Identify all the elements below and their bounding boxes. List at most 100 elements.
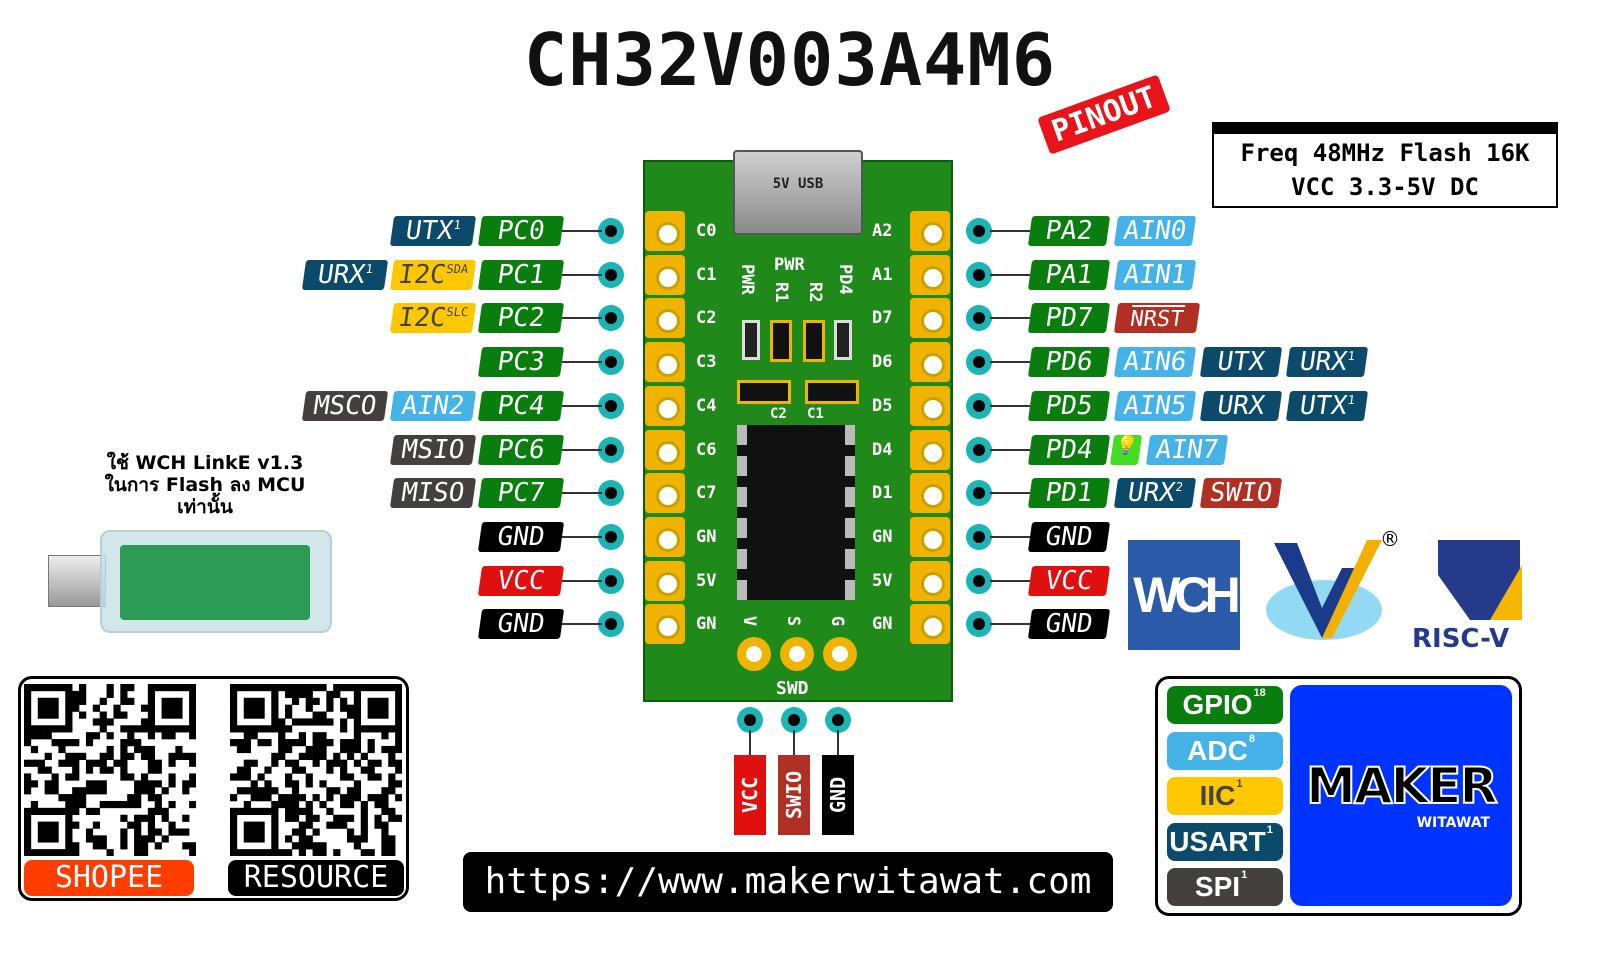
qr-module — [147, 732, 156, 740]
alt-label-i2c-sup: SDA — [445, 261, 470, 276]
silk-c2: C2 — [770, 406, 787, 422]
qr-module — [250, 807, 258, 816]
qr-module — [24, 684, 32, 692]
qr-module — [388, 787, 396, 795]
qr-module — [367, 697, 375, 705]
pin-dot — [966, 611, 992, 638]
qr-module — [154, 800, 162, 809]
qr-module — [189, 711, 196, 719]
qr-module — [44, 780, 52, 788]
qr-module — [72, 697, 80, 705]
legend-count: 1 — [1266, 823, 1273, 836]
spec-line-1: Freq 48MHz Flash 16K — [1240, 139, 1530, 167]
qr-module — [298, 828, 306, 836]
qr-module — [353, 745, 362, 754]
qr-module — [243, 732, 251, 740]
qr-module — [333, 752, 341, 760]
qr-module — [353, 718, 362, 726]
qr-module — [24, 725, 32, 733]
qr-module — [65, 814, 73, 822]
pin-wire — [990, 448, 1030, 451]
qr-module — [243, 684, 251, 692]
qr-module — [243, 766, 251, 774]
qr-module — [257, 835, 265, 843]
qr-module — [30, 780, 39, 788]
alt-label-urx-sup: 1 — [364, 261, 374, 276]
silk-swd-g: G — [827, 615, 848, 627]
qr-module — [120, 711, 128, 719]
qr-module — [285, 745, 293, 754]
qr-code-shopee[interactable] — [24, 684, 196, 856]
resource-label[interactable]: RESOURCE — [228, 860, 404, 896]
qr-module — [312, 697, 320, 705]
silk-label: 5V — [696, 570, 717, 591]
silk-swd-s: S — [783, 615, 804, 627]
qr-module — [134, 849, 142, 856]
qr-module — [340, 800, 348, 809]
qr-module — [58, 807, 66, 816]
qr-module — [353, 732, 362, 740]
qr-module — [236, 684, 245, 692]
qr-module — [24, 780, 32, 788]
qr-module — [340, 821, 348, 829]
note-line-1: ใช้ WCH LinkE v1.3 — [106, 452, 304, 474]
qr-module — [298, 766, 306, 774]
qr-module — [189, 732, 196, 740]
qr-module — [257, 739, 265, 747]
qr-module — [360, 752, 368, 760]
qr-module — [374, 711, 382, 719]
pin-label-pc6: PC6 — [477, 434, 565, 465]
swd-dot — [781, 707, 807, 733]
qr-module — [85, 780, 94, 788]
qr-module — [147, 752, 156, 760]
qr-module — [127, 794, 135, 802]
qr-module — [189, 697, 196, 705]
qr-module — [243, 745, 251, 754]
qr-module — [44, 725, 52, 733]
qr-module — [291, 780, 300, 788]
qr-module — [24, 697, 32, 705]
qr-module — [154, 684, 162, 692]
pin-label-gnd-text: GND — [1043, 521, 1095, 552]
silk-label: D6 — [872, 352, 893, 373]
qr-module — [285, 684, 293, 692]
qr-module — [285, 704, 293, 712]
qr-module — [367, 849, 375, 856]
qr-module — [106, 684, 114, 692]
qr-module — [168, 732, 176, 740]
qr-module — [353, 684, 362, 692]
qr-module — [388, 725, 396, 733]
qr-module — [30, 800, 39, 809]
swd-label-vcc: VCC — [734, 755, 766, 835]
qr-module — [319, 711, 327, 719]
qr-module — [298, 835, 306, 843]
qr-module — [395, 711, 402, 719]
qr-module — [85, 739, 94, 747]
qr-module — [24, 842, 32, 850]
qr-module — [44, 828, 52, 836]
qr-module — [168, 752, 176, 760]
website-url[interactable]: https://www.makerwitawat.com — [463, 852, 1113, 912]
qr-module — [340, 718, 348, 726]
shopee-label[interactable]: SHOPEE — [24, 860, 194, 896]
qr-module — [243, 697, 251, 705]
qr-module — [264, 780, 272, 788]
qr-module — [147, 711, 156, 719]
qr-module — [189, 725, 196, 733]
qr-module — [257, 787, 265, 795]
qr-module — [236, 807, 245, 816]
qr-module — [127, 732, 135, 740]
qr-module — [243, 704, 251, 712]
qr-module — [367, 773, 375, 781]
qr-module — [312, 684, 320, 692]
qr-module — [127, 725, 135, 733]
capacitor-c1 — [805, 380, 859, 404]
qr-module — [291, 766, 300, 774]
qr-module — [120, 739, 128, 747]
qr-module — [353, 725, 362, 733]
spec-box: Freq 48MHz Flash 16K VCC 3.3-5V DC — [1212, 122, 1558, 208]
qr-module — [312, 739, 320, 747]
qr-module — [24, 739, 32, 747]
qr-module — [106, 766, 114, 774]
qr-code-resource[interactable] — [230, 684, 402, 856]
